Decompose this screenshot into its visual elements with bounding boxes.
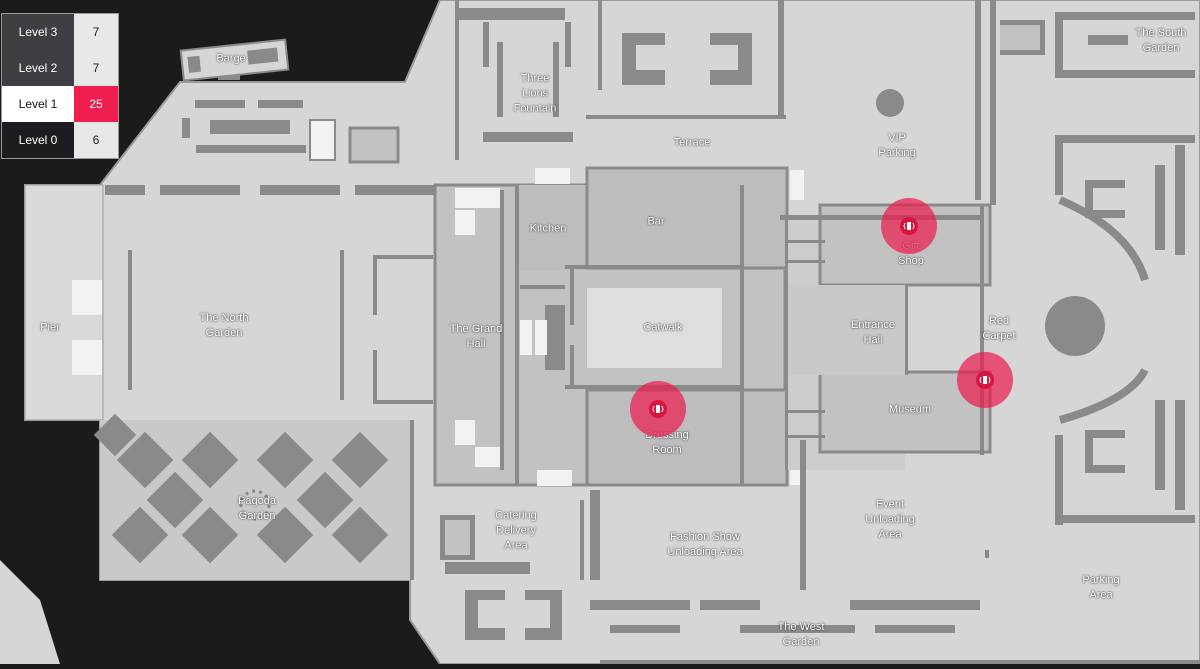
speaker-icon (979, 376, 991, 384)
speaker-icon (903, 222, 915, 230)
level-count: 6 (74, 122, 118, 158)
level-count: 7 (74, 14, 118, 50)
speaker-icon (652, 405, 664, 413)
speaker-marker[interactable] (957, 352, 1013, 408)
level-3-button[interactable]: Level 3 7 (2, 14, 118, 50)
speaker-marker[interactable] (881, 198, 937, 254)
level-count: 7 (74, 50, 118, 86)
level-name: Level 3 (2, 14, 74, 50)
level-name: Level 0 (2, 122, 74, 158)
level-count: 25 (74, 86, 118, 122)
speaker-marker[interactable] (630, 381, 686, 437)
level-selector: Level 3 7 Level 2 7 Level 1 25 Level 0 6 (1, 13, 119, 159)
level-2-button[interactable]: Level 2 7 (2, 50, 118, 86)
level-0-button[interactable]: Level 0 6 (2, 122, 118, 158)
level-name: Level 1 (2, 86, 74, 122)
level-name: Level 2 (2, 50, 74, 86)
level-1-button[interactable]: Level 1 25 (2, 86, 118, 122)
